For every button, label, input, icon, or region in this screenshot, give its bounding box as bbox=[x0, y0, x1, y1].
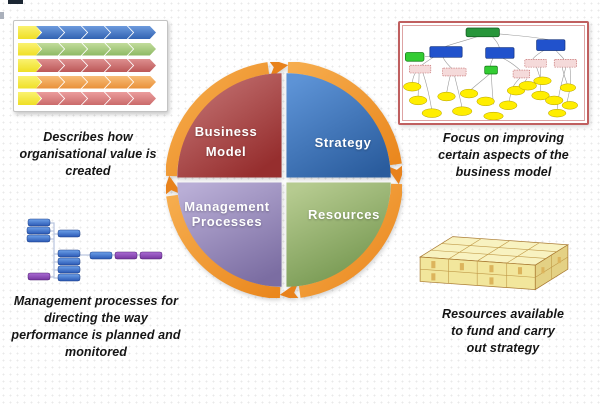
flowchart-blue-boxes bbox=[26, 218, 113, 282]
mind-map-leaf-nodes bbox=[403, 76, 578, 120]
flowchart-purple-boxes bbox=[27, 251, 163, 281]
row-label-chevron bbox=[18, 26, 41, 39]
management-processes-caption: Management processes for directing the w… bbox=[11, 294, 181, 359]
business-model-quadrant bbox=[177, 73, 282, 178]
strategy-quadrant bbox=[286, 73, 391, 178]
mind-map-sub-nodes bbox=[408, 58, 578, 79]
row-label-chevron bbox=[18, 42, 41, 56]
money-bundle-lines bbox=[420, 238, 569, 288]
business-model-caption: Describes how organisational value is cr… bbox=[19, 130, 157, 178]
chevron-row bbox=[18, 92, 163, 105]
mind-map-root-node bbox=[465, 27, 500, 38]
strategy-caption: Focus on improving certain aspects of th… bbox=[438, 131, 569, 179]
mind-map-highlight-nodes bbox=[405, 52, 498, 75]
resources-quadrant bbox=[286, 182, 391, 287]
chevron-row bbox=[18, 26, 163, 39]
chevron-row bbox=[18, 59, 163, 72]
cycle-arrow-right bbox=[287, 62, 402, 185]
row-label-chevron bbox=[18, 92, 41, 105]
value-chain-chevron-table bbox=[13, 20, 168, 112]
resources-caption: Resources available to fund and carry ou… bbox=[441, 307, 565, 355]
chevron-row bbox=[18, 42, 163, 56]
mind-map-graphic bbox=[403, 27, 578, 120]
money-band-marks bbox=[431, 256, 561, 285]
mind-map-branch-nodes bbox=[429, 39, 566, 59]
cycle-arrow-bottom bbox=[279, 183, 402, 298]
chevron-row bbox=[18, 75, 163, 89]
cycle-arrow-left bbox=[166, 175, 281, 298]
cycle-graphic bbox=[166, 62, 402, 298]
cropped-edge-fragment bbox=[0, 12, 4, 19]
management-process-flowchart bbox=[26, 218, 163, 282]
row-label-chevron bbox=[18, 75, 41, 89]
flowchart-connectors bbox=[50, 222, 140, 279]
cycle-arrow-top bbox=[166, 62, 289, 177]
cycle-arrows bbox=[166, 62, 402, 298]
cropped-toolbar-fragment bbox=[8, 0, 23, 4]
business-model-label: Business Model bbox=[194, 124, 258, 159]
row-label-chevron bbox=[18, 59, 41, 72]
management-processes-label: Management Processes bbox=[184, 199, 270, 229]
management-processes-quadrant bbox=[177, 182, 282, 287]
strategy-label: Strategy bbox=[314, 135, 372, 150]
strategy-mind-map bbox=[398, 21, 589, 125]
money-stack bbox=[418, 236, 570, 291]
money-stack-faces bbox=[418, 236, 570, 291]
resources-label: Resources bbox=[308, 207, 380, 222]
